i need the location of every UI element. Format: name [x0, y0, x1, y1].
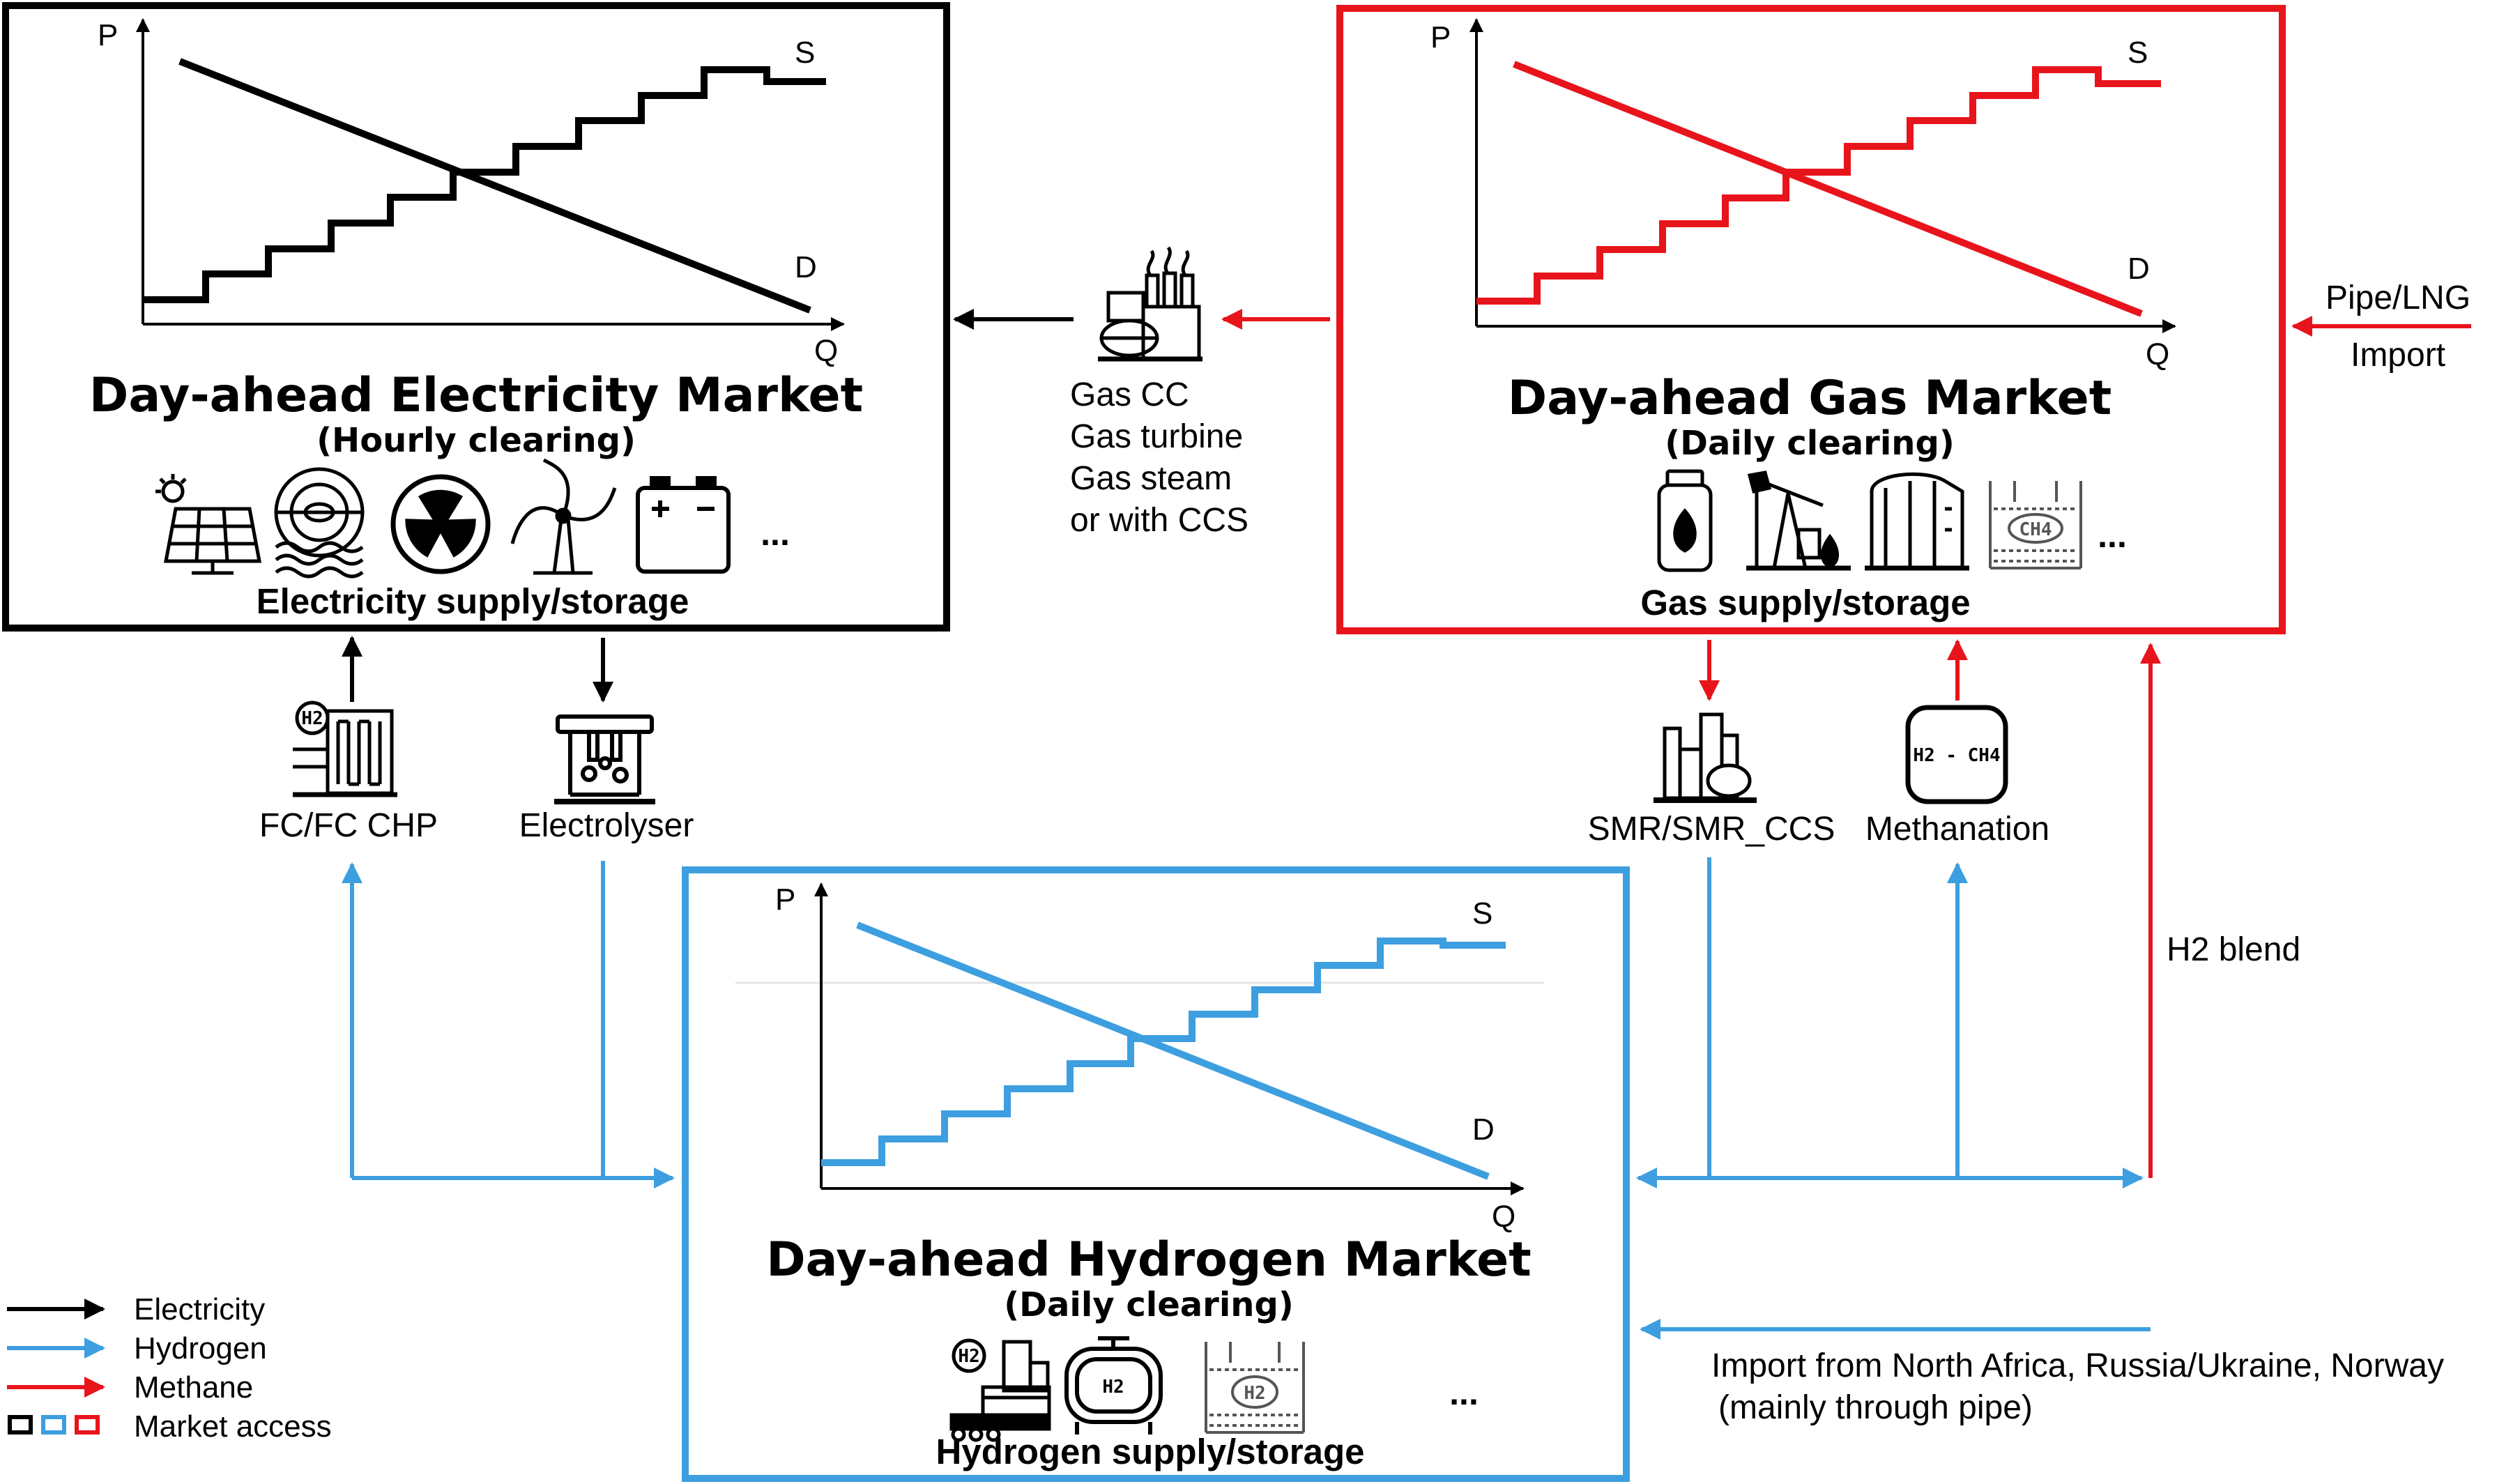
wind-turbine-icon [510, 458, 617, 575]
gas-market-box: P Q S D Day-ahead Gas Market (Daily clea… [1336, 5, 2286, 634]
gas-cc-label: Gas CC [1070, 376, 1189, 413]
fuel-cell-link: H2 FC/FC CHP [259, 636, 438, 844]
hydrogen-flows-right [1636, 857, 2151, 1340]
legend-market-access: Market access [134, 1409, 332, 1444]
battery-icon [636, 476, 731, 574]
electrolyser-icon [554, 714, 655, 804]
electricity-demand-curve [178, 58, 811, 314]
electricity-price-axis-label: P [98, 18, 118, 52]
hydrogen-market-chart: P Q S D [775, 882, 1525, 1234]
ch4-icon-text: CH4 [2019, 519, 2052, 540]
electricity-supply-more: ... [761, 514, 790, 553]
legend-methane-box [75, 1415, 100, 1435]
hydrogen-quantity-axis-label: Q [1492, 1200, 1515, 1234]
hydrogen-market-clearing: (Daily clearing) [1004, 1285, 1294, 1324]
h2-tank-icon-text: H2 [1102, 1377, 1124, 1398]
gas-cylinder-icon [1657, 469, 1713, 572]
legend-electricity: Electricity [134, 1292, 265, 1326]
hydrogen-market-box: P Q S D Day-ahead Hydrogen Market (Daily… [682, 866, 1630, 1482]
legend-methane: Methane [134, 1370, 253, 1405]
h2-plant-icon-text: H2 [958, 1346, 979, 1367]
pump-jack-icon [1746, 471, 1851, 571]
methanation-label: Methanation [1865, 811, 2049, 848]
ccs-label: or with CCS [1070, 502, 1248, 539]
electricity-market-box: P Q S D Day-ahead Electricity Market (Ho… [2, 2, 950, 632]
fuel-cell-icon-text: H2 [301, 708, 323, 729]
gas-supply-curve [1476, 66, 2161, 305]
hydrogen-demand-curve [856, 921, 1490, 1180]
methanation-icon-text: H2 - CH4 [1913, 745, 2000, 766]
hydrogen-demand-label: D [1472, 1112, 1495, 1147]
methanation-icon: H2 - CH4 [1905, 705, 2008, 804]
smr-link: SMR/SMR_CCS [1588, 640, 1835, 848]
hydrogen-flows-left [342, 861, 675, 1188]
electricity-market-title: Day-ahead Electricity Market [89, 368, 863, 423]
solar-panel-icon [155, 474, 262, 575]
electricity-market-clearing: (Hourly clearing) [316, 421, 636, 460]
h2-storage-icon-text: H2 [1244, 1383, 1265, 1404]
gas-supply-label: S [2128, 36, 2148, 70]
hydrogen-market-title: Day-ahead Hydrogen Market [766, 1232, 1532, 1287]
gas-power-plant-icon [1098, 246, 1202, 362]
smr-plant-icon [1654, 712, 1757, 803]
legend-hydrogen: Hydrogen [134, 1331, 267, 1366]
pipe-lng-label: Pipe/LNG [2326, 280, 2471, 316]
h2-blend-label: H2 blend [2167, 931, 2300, 968]
smr-label: SMR/SMR_CCS [1588, 811, 1835, 848]
h2-blend-link: H2 blend [2140, 643, 2300, 1178]
h2-storage-icon: H2 [1205, 1342, 1305, 1434]
electricity-market-chart: P Q S D [98, 18, 845, 368]
hydrogen-supply-label: S [1472, 896, 1492, 931]
gas-market-chart: P Q S D [1430, 18, 2176, 372]
gas-demand-curve [1513, 61, 2143, 317]
gas-market-title: Day-ahead Gas Market [1508, 371, 2112, 426]
electricity-demand-label: D [795, 250, 817, 284]
gas-import-link: Pipe/LNG Import [2291, 280, 2471, 374]
hydrogen-supply-curve [821, 938, 1506, 1166]
h2-plant-icon: H2 [949, 1338, 1051, 1442]
legend-hydrogen-box [41, 1415, 66, 1435]
gas-turbine-label: Gas turbine [1070, 418, 1243, 455]
gas-price-axis-label: P [1430, 20, 1451, 54]
gas-to-power-link: Gas CC Gas turbine Gas steam or with CCS [953, 246, 1330, 539]
gas-steam-label: Gas steam [1070, 460, 1232, 497]
hydrogen-import-label: Import from North Africa, Russia/Ukraine… [1711, 1347, 2444, 1384]
gas-import-label: Import [2351, 337, 2445, 374]
gas-supply-label-text: Gas supply/storage [1640, 583, 1970, 622]
hydrogen-price-axis-label: P [775, 882, 795, 917]
gas-storage-tank-icon [1865, 472, 1969, 571]
gas-quantity-axis-label: Q [2146, 337, 2169, 372]
ch4-storage-icon: CH4 [1989, 481, 2082, 569]
electricity-supply-curve [143, 66, 826, 303]
hydro-turbine-icon [274, 467, 365, 579]
gas-market-clearing: (Daily clearing) [1665, 424, 1955, 463]
electricity-quantity-axis-label: Q [814, 334, 838, 368]
fuel-cell-icon: H2 [293, 701, 397, 797]
gas-supply-more: ... [2098, 516, 2127, 555]
legend-electricity-box [8, 1415, 33, 1435]
legend: Electricity Hydrogen Methane Market acce… [7, 1292, 332, 1444]
hydrogen-import-note: (mainly through pipe) [1718, 1389, 2033, 1426]
hydrogen-supply-more: ... [1449, 1373, 1479, 1412]
gas-demand-label: D [2128, 252, 2150, 286]
methanation-link: H2 - CH4 Methanation [1865, 639, 2049, 848]
electrolyser-link: Electrolyser [519, 638, 694, 844]
electricity-supply-label: S [795, 36, 815, 70]
electricity-supply-label-text: Electricity supply/storage [257, 581, 689, 621]
fuel-cell-label: FC/FC CHP [259, 807, 438, 844]
electrolyser-label: Electrolyser [519, 807, 694, 844]
nuclear-icon [390, 474, 491, 574]
h2-tank-icon: H2 [1064, 1336, 1163, 1435]
hydrogen-supply-label-text: Hydrogen supply/storage [936, 1432, 1365, 1471]
